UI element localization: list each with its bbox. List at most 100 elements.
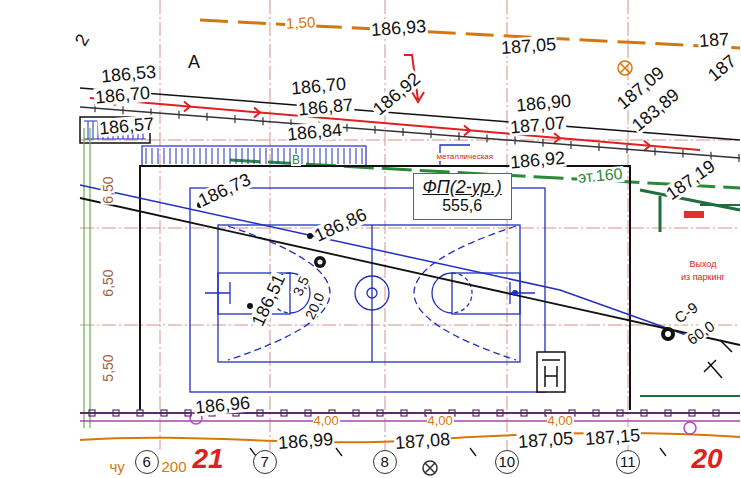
- dimension: 1,50: [284, 14, 316, 31]
- building-outline: [140, 166, 630, 410]
- contour-note: эт.160: [576, 166, 624, 186]
- fence-ticks: [497, 410, 503, 416]
- well-markers: [307, 233, 313, 239]
- grid-axis: [160, 0, 161, 450]
- node-title: 7: [261, 454, 269, 471]
- equipment-symbol: [537, 352, 565, 392]
- well-markers: [314, 256, 326, 268]
- stair-hatch: [142, 146, 366, 166]
- bottom-lines: [80, 420, 740, 422]
- elevation-mark: 186,70: [93, 84, 151, 107]
- axis-bubble: 8: [373, 450, 398, 475]
- node-value: 555,6: [423, 197, 502, 215]
- elevation-mark: 186,73: [194, 170, 253, 210]
- elevation-mark: 186,92: [508, 149, 566, 172]
- right-structures: [659, 196, 662, 232]
- elevation-mark: 187,08: [393, 430, 451, 452]
- elevation-mark: 186,93: [369, 17, 427, 39]
- node-title: ФП(2-ур.): [423, 178, 502, 198]
- fence-note: металлическая: [436, 153, 495, 161]
- basketball-court: [190, 145, 545, 392]
- right-structures: [684, 211, 704, 218]
- well-depth: 3,5: [289, 273, 311, 298]
- fence-ticks: [593, 410, 599, 416]
- right-structures: [704, 340, 732, 378]
- bottom-lines: [684, 422, 696, 434]
- basketball-court: [414, 226, 516, 360]
- elevation-mark: 186,51: [248, 270, 288, 329]
- fence-ticks: [626, 145, 627, 153]
- pipe-lines: [80, 198, 740, 345]
- fence-ticks: [665, 410, 671, 416]
- left-green-lines: [83, 128, 84, 428]
- fence-ticks: [346, 124, 347, 132]
- axis-bubble: 7: [253, 450, 278, 475]
- node-title: 11: [620, 454, 636, 471]
- grid-axis: [80, 0, 740, 450]
- dimension: 4,00: [427, 414, 454, 427]
- node-title: 6: [143, 454, 151, 471]
- building-outline: [140, 166, 630, 410]
- fence-ticks: [402, 128, 403, 136]
- elevation-mark: 187: [704, 51, 740, 85]
- axis-bubble: 11: [616, 450, 641, 475]
- utility-note: чу: [109, 459, 126, 474]
- well-depth: 20,0: [302, 290, 327, 322]
- node-title: 10: [499, 454, 516, 471]
- well-markers: [247, 303, 253, 309]
- axis-bubble: 6: [135, 450, 160, 475]
- fence-ticks: [206, 113, 207, 121]
- dimension: 5,50: [100, 353, 114, 382]
- fence-ticks: [617, 410, 623, 416]
- fence-ticks: [281, 410, 287, 416]
- basketball-court: [218, 225, 520, 362]
- fence-ticks: [486, 134, 487, 142]
- road-lines: [200, 20, 740, 48]
- elevation-mark: 186,70: [289, 75, 347, 98]
- right-structures: [640, 190, 740, 396]
- sheet-number: 20: [691, 445, 724, 473]
- elevation-mark: 187,05: [516, 429, 574, 451]
- fence-ticks: [89, 410, 95, 416]
- fence-ticks: [234, 115, 235, 123]
- fence-ticks: [305, 410, 311, 416]
- sheet-number: 21: [192, 445, 225, 473]
- fence-ticks: [374, 126, 375, 134]
- grid-axis: [80, 140, 740, 141]
- elevation-mark: 186,96: [193, 394, 251, 417]
- fence-ticks: [377, 410, 383, 416]
- grid-axis: [628, 0, 629, 450]
- fence-ticks: [641, 410, 647, 416]
- fence-ticks: [161, 410, 167, 416]
- well-name: С-9: [671, 298, 701, 325]
- elevation-mark: 187,05: [499, 35, 557, 57]
- fence-ticks: [654, 147, 655, 155]
- fence-ticks: [689, 410, 695, 416]
- road-lines: [620, 63, 630, 73]
- right-structures: [640, 190, 740, 210]
- bottom-lines: [423, 461, 437, 475]
- point-letter: В: [291, 154, 301, 166]
- elevation-mark: 186,87: [296, 96, 354, 119]
- bottom-lines: [80, 412, 740, 475]
- fence-ticks: [458, 132, 459, 140]
- fence-ticks: [514, 137, 515, 145]
- fence-ticks: [89, 410, 719, 416]
- dimension: 4,00: [313, 414, 340, 427]
- basketball-court: [371, 225, 372, 362]
- elevation-mark: 187,07: [508, 114, 566, 137]
- elevation-mark: 186,86: [310, 205, 369, 245]
- elevation-mark: 186,92: [368, 69, 423, 119]
- stair-hatch: [146, 148, 362, 164]
- pipe-lines: [80, 185, 700, 340]
- elevation-mark: 186,90: [514, 92, 572, 115]
- fence-ticks: [137, 410, 143, 416]
- bottom-lines: [425, 463, 435, 473]
- fence-ticks: [262, 117, 263, 125]
- basketball-court: [205, 282, 535, 304]
- basketball-court: [355, 276, 389, 310]
- basketball-court: [452, 273, 472, 313]
